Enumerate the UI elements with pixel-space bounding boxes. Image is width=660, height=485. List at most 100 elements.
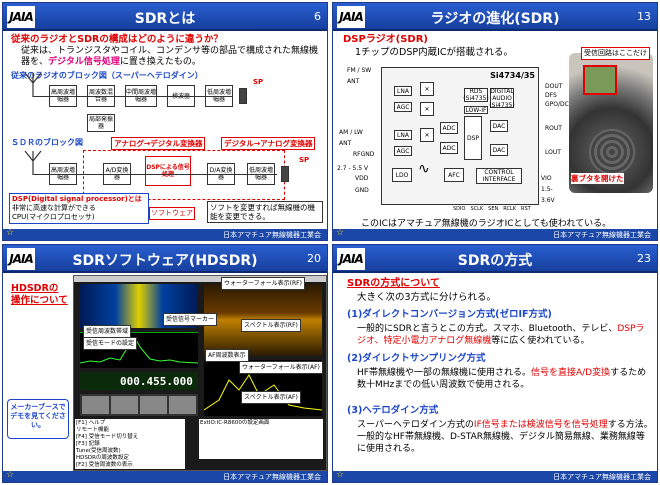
method-2-title: (2)ダイレクトサンプリング方式	[347, 353, 486, 364]
slide-sdr-methods: JAIA SDRの方式 23 SDRの方式について 大きく次の3方式に分けられる…	[332, 244, 658, 483]
block-dsp: DSPによる信号処理	[145, 156, 191, 186]
slide-hdsdr: JAIA SDRソフトウェア(HDSDR) 20 HDSDRの 操作について メ…	[2, 244, 328, 483]
dsp-radio-heading: DSPラジオ(SDR)	[343, 34, 428, 45]
agc-block: AGC	[394, 102, 412, 112]
slide-footer: ☆日本アマチュア無線機器工業会	[3, 470, 327, 482]
method-1-title: (1)ダイレクトコンバージョン方式(ゼロIF方式)	[347, 309, 552, 320]
method-2-desc: HF帯無線機や一部の無線機に使用される。信号を直接A/D変換するため数十MHzま…	[357, 368, 647, 390]
vdd-label: VDD	[355, 175, 369, 182]
slide-footer: ☆日本アマチュア無線機器工業会	[3, 228, 327, 240]
dfs-label: DFS	[545, 92, 557, 99]
slide-title: ラジオの進化(SDR)	[430, 11, 560, 27]
slide-header: JAIA SDRとは 6	[3, 3, 327, 31]
speaker-icon	[239, 88, 247, 104]
callout-af-spectrum: スペクトル表示(AF)	[241, 391, 301, 404]
frequency-display[interactable]: 000.455.000	[80, 372, 198, 390]
hdsdr-heading-1: HDSDRの	[11, 283, 59, 294]
method-3-title: (3)ヘテロダイン方式	[347, 405, 439, 416]
control-button[interactable]	[111, 396, 138, 414]
callout-marker: 受信信号マーカー	[163, 313, 218, 326]
callout-rf-waterfall: ウォーターフォール表示(RF)	[221, 277, 305, 290]
mixer-icon: ✕	[420, 128, 434, 142]
control-button[interactable]	[82, 396, 109, 414]
slide-footer: ☆日本アマチュア無線機器工業会	[333, 470, 657, 482]
adc-block: ADC	[440, 122, 458, 134]
block-local-osc: 局部発振器	[87, 114, 115, 132]
digital-audio-block: DIGITAL AUDIO (Si4735)	[489, 87, 515, 109]
slide-sdr-overview: JAIA SDRとは 6 従来のラジオとSDRの構成はどのように違うか？ 従来は…	[2, 2, 328, 241]
slide-title: SDRの方式	[457, 253, 533, 269]
hdsdr-heading-2: 操作について	[11, 295, 68, 306]
signal-line	[33, 96, 233, 97]
method-3-desc: スーパーヘテロダイン方式のIF信号または検波信号を信号処理する方法。一般的なHF…	[357, 420, 653, 454]
slide-title: SDRソフトウェア(HDSDR)	[72, 253, 258, 269]
software-box: ソフトウェア	[149, 207, 195, 220]
lout-label: LOUT	[545, 149, 561, 156]
receiver-circuit-label: 受信回路はここだけ	[581, 47, 650, 60]
agc-block: AGC	[394, 146, 412, 156]
page-number: 6	[314, 10, 321, 23]
sp-label: SP	[299, 156, 310, 164]
antenna-icon	[24, 150, 42, 175]
extio-note: ExtIO:IC-R8600の設定画面	[199, 419, 323, 459]
callout-mode: 受信モードの設定	[83, 337, 138, 350]
description: 従来は、トランジスタやコイル、コンデンサ等の部品で構成された無線機器を、デジタル…	[21, 46, 319, 67]
dout-label: DOUT	[545, 83, 563, 90]
da-label: デジタル→アナログ変換器	[221, 137, 316, 150]
dsp-radio-desc: 1チップのDSP内蔵ICが搭載される。	[355, 47, 514, 58]
jaia-logo: JAIA	[337, 248, 365, 270]
rds-block: RDS (Si4735)	[463, 88, 489, 102]
method-1-desc: 一般的にSDRと言うとこの方式。スマホ、Bluetooth、テレビ、DSPラジオ…	[357, 324, 645, 346]
callout-af-freq: AF周波数表示	[205, 349, 249, 362]
vio-label: VIO 1.5-3.6V	[541, 175, 555, 204]
speaker-icon	[589, 129, 635, 175]
afc-block: AFC	[444, 168, 464, 182]
page-number: 23	[637, 252, 651, 265]
oscillator-icon: ∿	[418, 161, 430, 177]
mixer-icon: ✕	[420, 102, 434, 116]
sdr-signal-line	[33, 174, 277, 175]
jaia-logo: JAIA	[337, 6, 365, 28]
chip-block-diagram: Si4734/35 LNA AGC LNA AGC ✕ ✕ ✕ ADC ADC …	[381, 67, 539, 205]
control-buttons	[80, 394, 198, 416]
ldo-block: LDO	[392, 168, 412, 182]
antenna-icon	[24, 72, 42, 97]
callout-rf-spectrum: スペクトル表示(RF)	[241, 319, 301, 332]
receiver-circuit-area	[583, 65, 617, 95]
control-interface-block: CONTROL INTERFACE	[476, 168, 522, 184]
gnd-label: GND	[355, 187, 369, 194]
sp-label: SP	[253, 78, 264, 86]
slide-header: JAIA SDRの方式 23	[333, 245, 657, 273]
dac-block: DAC	[490, 144, 508, 156]
speaker-icon	[281, 166, 289, 182]
lna-block: LNA	[394, 86, 412, 96]
mixer-icon: ✕	[420, 82, 434, 96]
slide-radio-evolution: JAIA ラジオの進化(SDR) 13 DSPラジオ(SDR) 1チップのDSP…	[332, 2, 658, 241]
slide-title: SDRとは	[134, 11, 196, 27]
maker-booth-callout: メーカーブースでデモを見てください。	[7, 399, 69, 439]
rfgnd-label: RFGND	[353, 151, 375, 158]
low-if-block: LOW-IF	[464, 106, 488, 114]
bottom-note: このICはアマチュア無線機のラジオICとしても使われている。	[361, 219, 612, 229]
dsp-note: DSP(Digital signal processor)とは 非常に高速な計算…	[9, 193, 149, 224]
star-icon: ☆	[336, 470, 345, 480]
star-icon: ☆	[6, 228, 15, 238]
page-number: 13	[637, 10, 651, 23]
callout-af-waterfall: ウォーターフォール表示(AF)	[239, 361, 323, 374]
software-note: ソフトを変更すれば無線機の機能を変更できる。	[207, 201, 323, 223]
dac-block: DAC	[490, 120, 508, 132]
star-icon: ☆	[6, 470, 15, 480]
methods-intro: 大きく次の3方式に分けられる。	[357, 292, 497, 303]
chip-name: Si4734/35	[490, 71, 535, 80]
page-number: 20	[307, 252, 321, 265]
control-button[interactable]	[140, 396, 167, 414]
slide-header: JAIA ラジオの進化(SDR) 13	[333, 3, 657, 31]
subheading-sdr: ＳＤＲのブロック図	[11, 138, 83, 147]
supply-label: 2.7 - 5.5 V	[337, 165, 369, 172]
frequency-value: 000.455.000	[120, 375, 193, 388]
back-cover-note: 裏ブタを開けた	[571, 173, 624, 184]
adc-block: ADC	[440, 142, 458, 154]
control-button[interactable]	[169, 396, 196, 414]
